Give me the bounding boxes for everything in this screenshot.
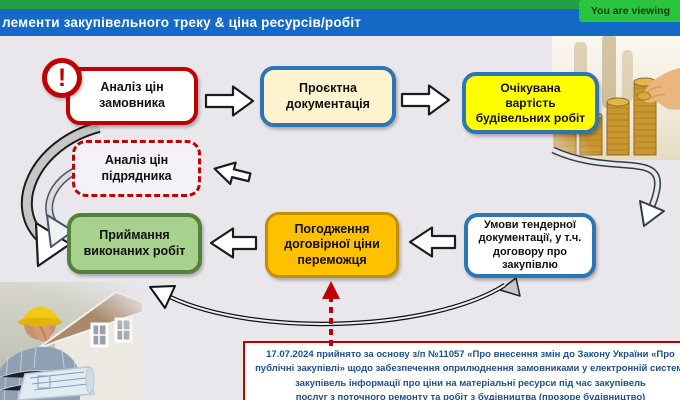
arrow-project-to-expected	[400, 84, 451, 116]
flow-box-label: Очікувана вартість будівельних робіт	[475, 80, 586, 125]
flow-box-label: Погодження договірної ціни переможця	[284, 221, 380, 267]
law-note: 17.07.2024 прийнято за основу з/п №11057…	[243, 341, 680, 400]
arrow-to-contractor-analysis	[213, 161, 252, 186]
law-note-line: послуг з поточного ремонту та робіт з бу…	[295, 391, 646, 400]
law-note-line: закупівель інформації про ціни на матері…	[295, 377, 646, 389]
flow-box-label: Приймання виконаних робіт	[83, 227, 186, 258]
flow-box-label: Аналіз цін підрядника	[101, 152, 172, 183]
worker-illustration	[0, 290, 144, 400]
arrow-tender-to-agreement	[408, 226, 457, 258]
arrow-agreement-to-acceptance	[209, 227, 258, 259]
curve-arrow-bottom	[149, 277, 521, 327]
flow-box-expected-cost: Очікувана вартість будівельних робіт	[462, 72, 599, 134]
slide-title-bar: лементи закупівельного треку & ціна ресу…	[0, 9, 680, 36]
law-note-line: публічні закупівлі» щодо забезпечення оп…	[255, 363, 680, 375]
flow-box-winner-price-agreement: Погодження договірної ціни переможця	[265, 212, 399, 278]
warning-icon: !	[42, 58, 82, 98]
hand-icon	[637, 68, 680, 110]
flow-box-label: Аналіз цін замовника	[99, 80, 165, 110]
slide-title: лементи закупівельного треку & ціна ресу…	[2, 15, 362, 30]
arrow-customer-to-project	[204, 85, 255, 117]
flow-box-label: Проєктна документація	[286, 80, 370, 111]
viewing-badge[interactable]: You are viewing	[578, 0, 680, 22]
top-green-strip	[0, 0, 680, 9]
flow-box-label: Умови тендерної документації, у т.ч. дог…	[478, 218, 582, 271]
flow-box-tender-terms: Умови тендерної документації, у т.ч. дог…	[464, 213, 596, 278]
flow-box-contractor-price-analysis: Аналіз цін підрядника	[72, 140, 201, 197]
viewing-badge-label: You are viewing	[590, 5, 670, 17]
construction-worker-photo	[0, 282, 144, 400]
flow-box-customer-price-analysis: Аналіз цін замовника	[66, 67, 198, 125]
flow-box-works-acceptance: Приймання виконаних робіт	[67, 213, 202, 274]
flow-box-project-documentation: Проєктна документація	[260, 66, 396, 127]
law-note-line: 17.07.2024 прийнято за основу з/п №11057…	[266, 349, 675, 360]
